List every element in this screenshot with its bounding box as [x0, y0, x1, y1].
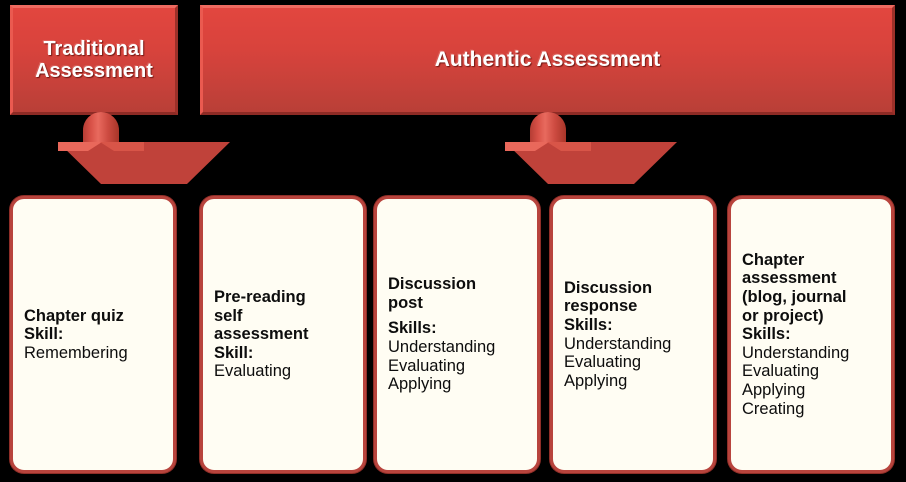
banner-authentic-label: Authentic Assessment [434, 48, 661, 72]
card-title: Chapter quiz [24, 306, 124, 325]
arrow-wing-left [58, 142, 102, 151]
arrow-stem [83, 112, 119, 146]
banner-authentic-assessment: Authentic Assessment [200, 5, 895, 115]
arrow-stem [530, 112, 566, 146]
card-chapter-quiz: Chapter quiz Skill: Remembering [10, 196, 176, 473]
card-skill-label: Skill: [24, 325, 64, 344]
card-skill-label: Skills: [564, 315, 613, 334]
card-skill-label: Skills: [742, 325, 791, 344]
arrow-wing-right [547, 142, 591, 151]
arrow-wing-left [505, 142, 549, 151]
card-skills-list: Evaluating [214, 362, 292, 381]
card-skill-label: Skill: [214, 343, 254, 362]
down-arrow-icon-authentic [505, 112, 677, 184]
spacer [388, 312, 526, 319]
card-skills-list: Remembering [24, 343, 128, 362]
card-skill-label: Skills: [388, 319, 437, 338]
arrow-wing-right [100, 142, 144, 151]
down-arrow-icon-traditional [58, 112, 230, 184]
